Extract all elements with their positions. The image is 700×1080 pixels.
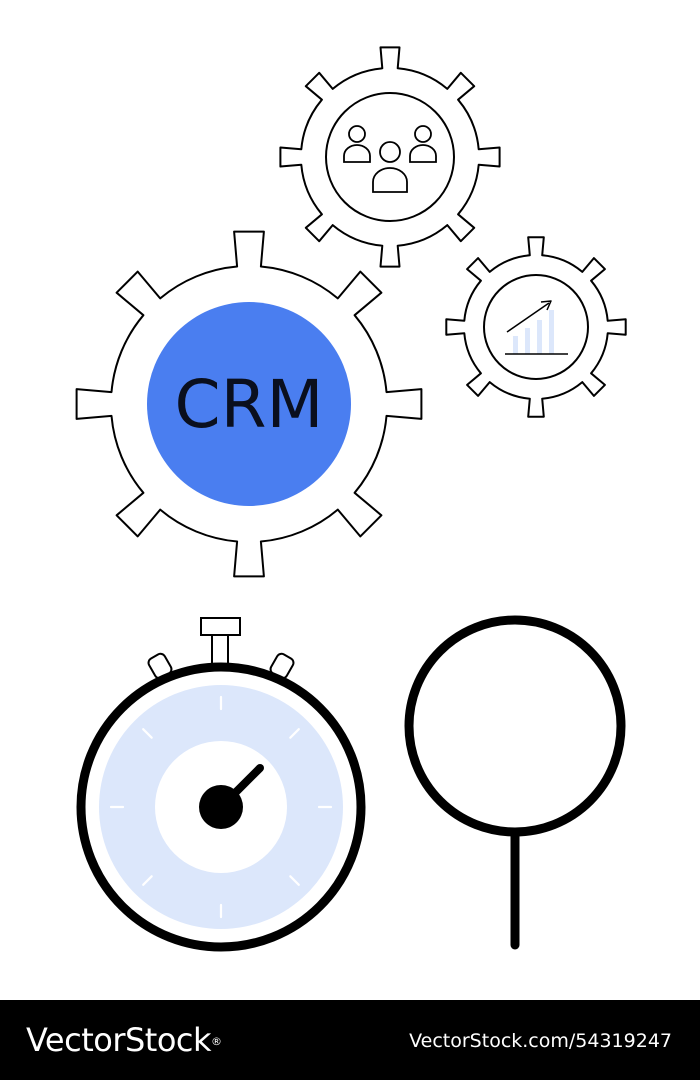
stock-id: VectorStock.com/54319247 [409, 1030, 672, 1052]
illustration-canvas: CRM [75, 46, 627, 952]
large-gear-icon: CRM [75, 230, 423, 578]
crm-label: CRM [175, 366, 324, 443]
magnifying-glass-icon [404, 615, 626, 950]
stopwatch-tick [142, 728, 153, 739]
crm-badge [147, 302, 351, 506]
registered-mark: ® [211, 1035, 222, 1048]
stopwatch-tick [289, 728, 300, 739]
chart-gear-icon [445, 236, 627, 418]
stopwatch-tick [289, 875, 300, 886]
team-gear-icon [279, 46, 501, 268]
stopwatch-icon [76, 617, 366, 952]
bar-chart-icon [505, 300, 568, 355]
brand-name: VectorStock [26, 1021, 212, 1059]
brand-logo[interactable]: VectorStock® [26, 1020, 222, 1060]
people-icon [343, 125, 437, 193]
footer-bar: VectorStock® VectorStock.com/54319247 [0, 1000, 700, 1080]
stopwatch-tick [142, 875, 153, 886]
